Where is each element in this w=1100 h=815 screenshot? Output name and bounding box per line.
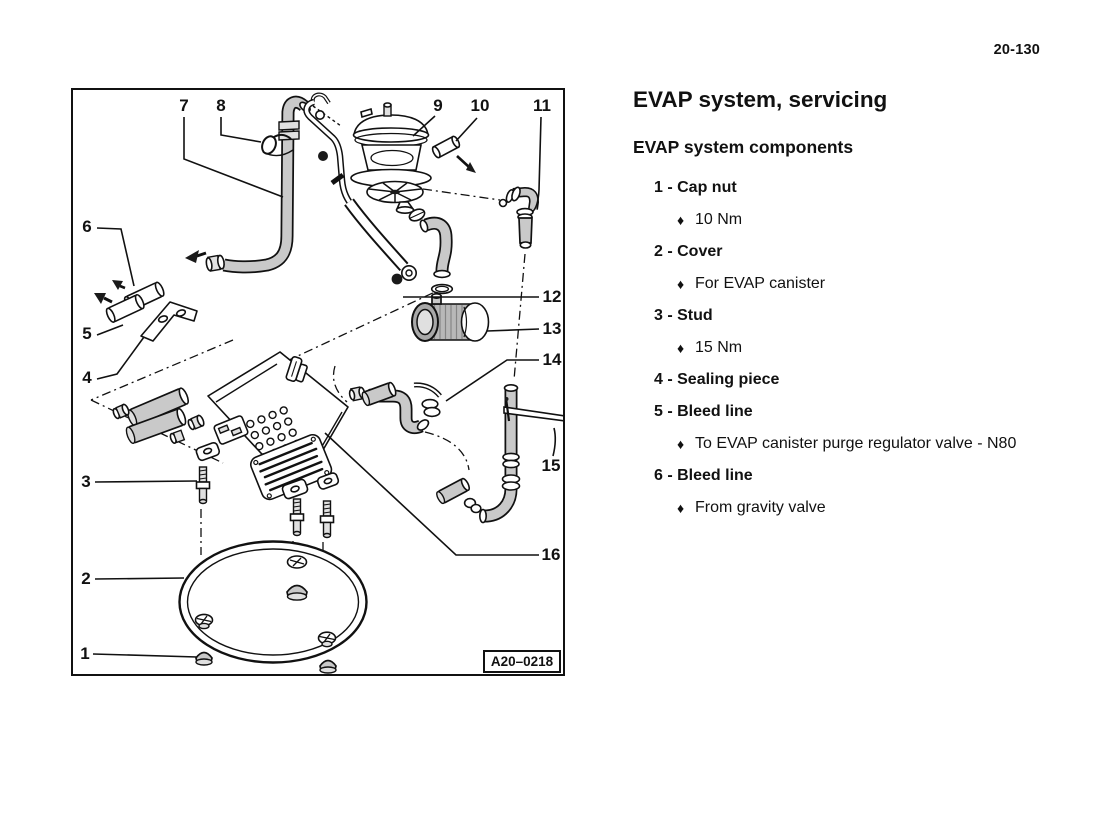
callout-2: 2 bbox=[81, 569, 90, 588]
dome-screw bbox=[286, 584, 308, 601]
cap-nut-1 bbox=[319, 659, 337, 674]
diamond-bullet-icon: ♦ bbox=[677, 436, 685, 452]
canister-grill bbox=[249, 433, 333, 501]
purge-regulator-valve-9 bbox=[303, 92, 432, 285]
sealing-piece-4 bbox=[140, 301, 198, 342]
callout-leader-lines bbox=[92, 115, 557, 658]
plate-screw bbox=[317, 631, 337, 648]
hose-segment bbox=[436, 477, 471, 505]
part-label: 3 - Stud bbox=[654, 307, 713, 324]
callout-7: 7 bbox=[179, 96, 188, 115]
part-note-text: 10 Nm bbox=[695, 211, 743, 228]
part-note: ♦ To EVAP canister purge regulator valve… bbox=[677, 434, 1063, 454]
valve-outlet-hose bbox=[408, 208, 454, 295]
part-item: 3 - Stud ♦ 15 Nm bbox=[654, 306, 1063, 358]
canister-top-clip bbox=[285, 356, 308, 383]
stud bbox=[319, 500, 335, 539]
part-label: 5 - Bleed line bbox=[654, 403, 753, 420]
evap-exploded-diagram: 7 8 9 10 11 6 5 4 3 2 1 12 13 14 15 16 A… bbox=[71, 88, 565, 676]
part-note: ♦ For EVAP canister bbox=[677, 274, 1063, 294]
figure-tag-label: A20–0218 bbox=[491, 654, 554, 669]
bleed-lines-and-sealing-piece bbox=[94, 280, 205, 444]
hose-end-fitting bbox=[205, 254, 225, 272]
cover-plate-2 bbox=[178, 540, 368, 674]
nut-12-target bbox=[391, 273, 403, 285]
part-note-text: For EVAP canister bbox=[695, 275, 826, 292]
callout-11: 11 bbox=[533, 96, 551, 115]
part-item: 4 - Sealing piece bbox=[654, 370, 1063, 390]
callout-15: 15 bbox=[542, 456, 561, 475]
part-note-text: 15 Nm bbox=[695, 339, 743, 356]
stud bbox=[195, 466, 211, 505]
stud bbox=[289, 498, 305, 537]
part-note: ♦ 15 Nm bbox=[677, 338, 1063, 358]
diamond-bullet-icon: ♦ bbox=[677, 500, 685, 516]
part-note: ♦ From gravity valve bbox=[677, 498, 1063, 518]
part-label: 1 - Cap nut bbox=[654, 179, 737, 196]
diagram-canvas: 7 8 9 10 11 6 5 4 3 2 1 12 13 14 15 16 A… bbox=[80, 92, 563, 674]
part-item: 5 - Bleed line ♦ To EVAP canister purge … bbox=[654, 402, 1063, 454]
canister-connecting-hose-14 bbox=[348, 382, 442, 435]
callout-3: 3 bbox=[81, 472, 90, 491]
callout-numbers: 7 8 9 10 11 6 5 4 3 2 1 12 13 14 15 16 bbox=[80, 96, 562, 663]
part-item: 1 - Cap nut ♦ 10 Nm bbox=[654, 178, 1063, 230]
page-title: EVAP system, servicing bbox=[633, 87, 888, 112]
retaining-strap-15 bbox=[503, 406, 563, 422]
callout-8: 8 bbox=[216, 96, 225, 115]
diamond-bullet-icon: ♦ bbox=[677, 212, 685, 228]
direction-arrow-in bbox=[112, 280, 126, 290]
article-column: EVAP system, servicing EVAP system compo… bbox=[633, 88, 1063, 518]
screw bbox=[286, 555, 308, 569]
diamond-bullet-icon: ♦ bbox=[677, 276, 685, 292]
callout-14: 14 bbox=[543, 350, 562, 369]
callout-9: 9 bbox=[433, 96, 442, 115]
section-subtitle: EVAP system components bbox=[633, 137, 854, 157]
canister-mount-bracket bbox=[213, 415, 249, 445]
cap-nut-1 bbox=[195, 651, 213, 666]
part-label: 6 - Bleed line bbox=[654, 467, 753, 484]
figure-tag: A20–0218 bbox=[483, 650, 561, 673]
part-note: ♦ 10 Nm bbox=[677, 210, 1063, 230]
page-number: 20-130 bbox=[993, 42, 1040, 58]
callout-4: 4 bbox=[82, 368, 92, 387]
direction-arrow-out bbox=[94, 293, 113, 304]
parts-list: 1 - Cap nut ♦ 10 Nm 2 - Cover ♦ For EVAP… bbox=[633, 178, 1063, 518]
part-label: 2 - Cover bbox=[654, 243, 723, 260]
evap-canister-16 bbox=[195, 351, 397, 501]
part-item: 2 - Cover ♦ For EVAP canister bbox=[654, 242, 1063, 294]
callout-1: 1 bbox=[80, 644, 89, 663]
part-item: 6 - Bleed line ♦ From gravity valve bbox=[654, 466, 1063, 518]
vent-hose-and-strap-15 bbox=[436, 383, 563, 524]
hose-clamp-8 bbox=[261, 133, 294, 157]
connector-10 bbox=[431, 135, 476, 173]
callout-13: 13 bbox=[543, 319, 562, 338]
plate-screw bbox=[194, 613, 214, 630]
canister-port bbox=[361, 381, 397, 407]
part-label: 4 - Sealing piece bbox=[654, 371, 780, 388]
callout-10: 10 bbox=[471, 96, 490, 115]
callout-6: 6 bbox=[82, 217, 91, 236]
callout-16: 16 bbox=[542, 545, 561, 564]
flow-direction-arrow bbox=[185, 250, 207, 263]
elbow-fitting-11 bbox=[498, 186, 539, 249]
evap-filter-13 bbox=[411, 293, 490, 342]
part-note-text: From gravity valve bbox=[695, 499, 826, 516]
callout-5: 5 bbox=[82, 324, 91, 343]
studs-3 bbox=[195, 466, 335, 539]
diamond-bullet-icon: ♦ bbox=[677, 340, 685, 356]
part-note-text: To EVAP canister purge regulator valve -… bbox=[695, 435, 1017, 452]
callout-12: 12 bbox=[543, 287, 562, 306]
fuel-tank-vent-hose-7 bbox=[185, 95, 311, 274]
